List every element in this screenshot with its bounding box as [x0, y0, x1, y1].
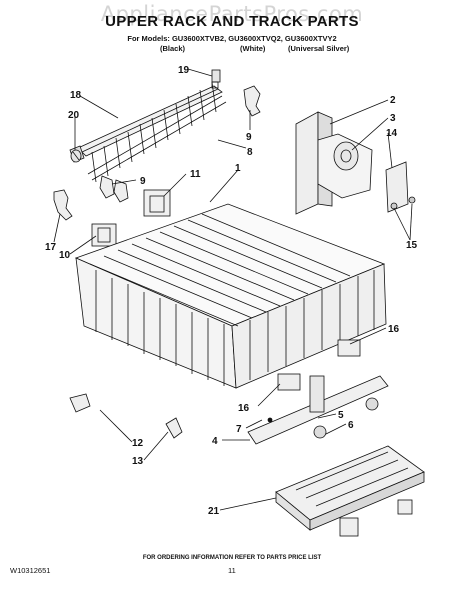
page-number: 11 [228, 566, 236, 575]
clip-part-16 [277, 339, 361, 391]
callout-19: 19 [178, 65, 190, 76]
clip-part-9-top [243, 85, 261, 117]
clip-part-20 [70, 149, 82, 163]
clip-part-19 [211, 69, 221, 89]
callout-2: 2 [390, 95, 396, 106]
upper-rack-basket [74, 203, 387, 389]
callout-5: 5 [338, 410, 344, 421]
callout-14: 14 [386, 128, 398, 139]
clip-part-12 [69, 393, 91, 413]
leader-lines [53, 68, 413, 511]
callout-20: 20 [68, 110, 80, 121]
color-black-label: (Black) [160, 44, 186, 53]
callout-9-mid: 9 [140, 176, 146, 187]
callout-18: 18 [70, 90, 82, 101]
utensil-tray-part [275, 445, 425, 537]
tine-row-part [87, 81, 227, 183]
callout-17: 17 [45, 242, 57, 253]
callout-21: 21 [208, 506, 220, 517]
clip-part-13 [165, 417, 183, 439]
ordering-note: FOR ORDERING INFORMATION REFER TO PARTS … [142, 555, 322, 561]
callout-4: 4 [212, 436, 218, 447]
color-white-label: (White) [240, 44, 266, 53]
callout-6: 6 [348, 420, 354, 431]
callout-12: 12 [132, 438, 144, 449]
document-id: W10312651 [10, 566, 51, 575]
page-title: UPPER RACK AND TRACK PARTS [105, 13, 359, 30]
callout-11: 11 [190, 169, 201, 180]
watermark-text: AppliancePartsPros.com [100, 2, 364, 26]
callout-7: 7 [236, 424, 242, 435]
callout-9-top: 9 [246, 132, 252, 143]
track-rail-part [240, 375, 389, 445]
clip-part-17 [53, 189, 73, 221]
rack-rod-part [69, 85, 223, 163]
callout-1: 1 [235, 163, 241, 174]
clip-part-9-mid [99, 175, 129, 203]
callout-15: 15 [406, 240, 418, 251]
callout-13: 13 [132, 456, 144, 467]
callout-16-right: 16 [388, 324, 400, 335]
color-silver-label: (Universal Silver) [288, 44, 350, 53]
clip-part-10 [91, 223, 117, 247]
callout-8: 8 [247, 147, 253, 158]
callout-16-left: 16 [238, 403, 250, 414]
callout-10: 10 [59, 250, 71, 261]
models-line: For Models: GU3600XTVB2, GU3600XTVQ2, GU… [127, 34, 337, 43]
track-assembly-parts [295, 111, 416, 215]
callout-3: 3 [390, 113, 396, 124]
